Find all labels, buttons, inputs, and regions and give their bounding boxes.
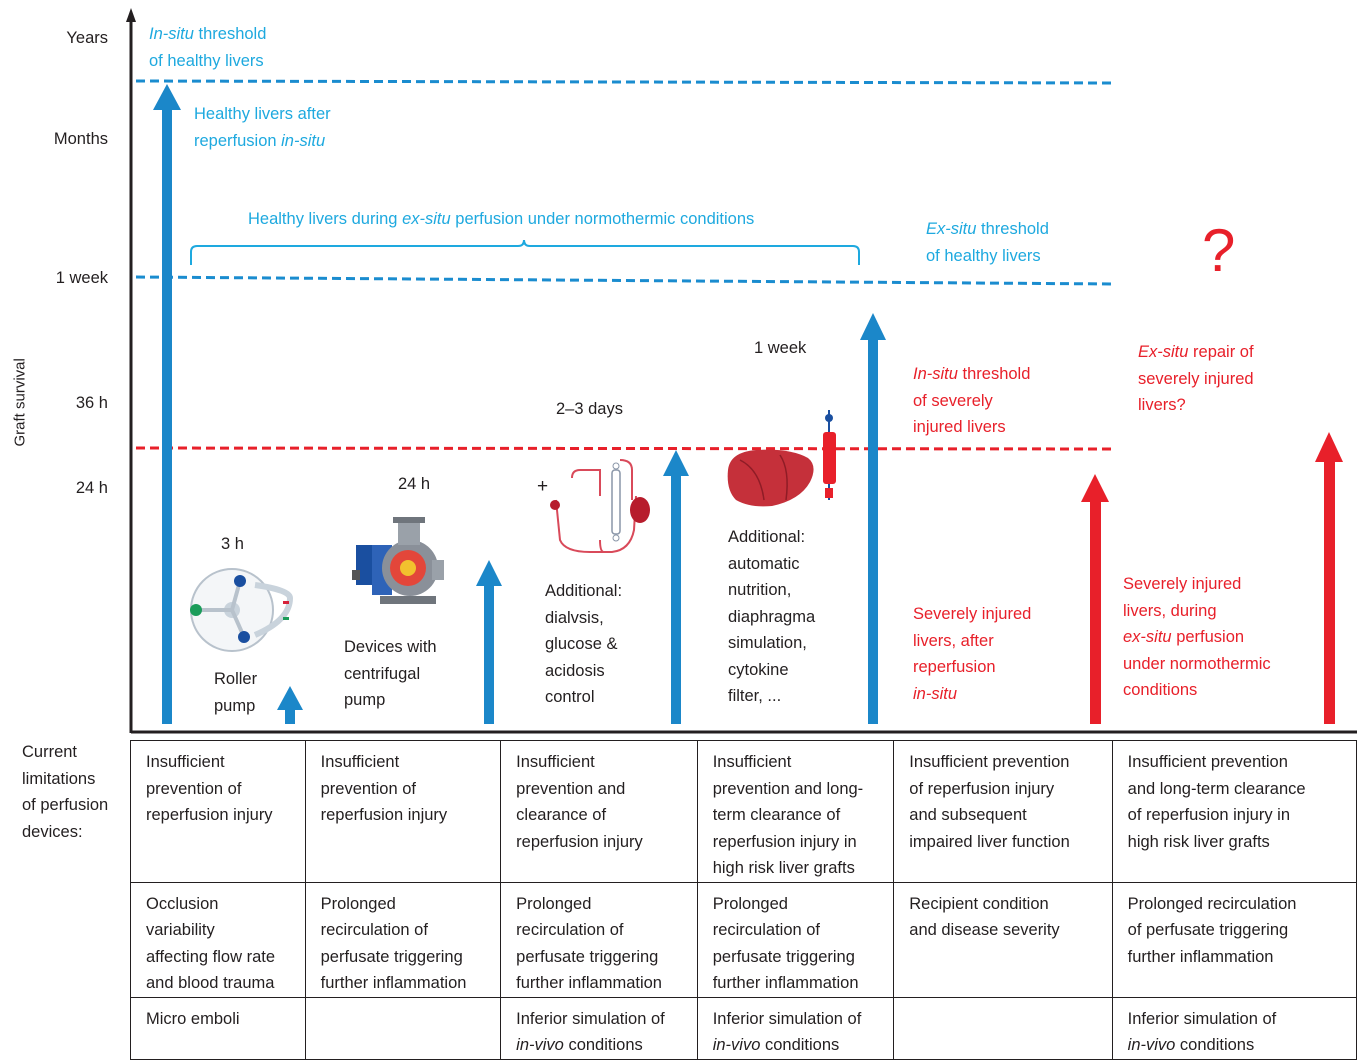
exsitu-repair-label: Ex-situ repair of severely injured liver…	[1138, 343, 1254, 414]
centrifugal-pump-label: Devices with centrifugal pump	[344, 638, 437, 709]
y-axis-title: Graft survival	[11, 358, 29, 447]
arrow-roller-pump	[277, 686, 303, 724]
arrow-dialysis	[663, 450, 689, 724]
y-tick-24h: 24 h	[75, 479, 108, 497]
dialysis-circuit-icon	[550, 459, 650, 553]
y-tick-years: Years	[66, 29, 108, 47]
severe-exsitu-perfusion-label: Severely injured livers, during ex-situ …	[1123, 575, 1271, 699]
question-mark: ?	[1202, 217, 1236, 284]
arrow-healthy-insitu	[153, 84, 181, 724]
y-tick-months: Months	[53, 130, 108, 148]
arrow-severe-insitu	[1081, 474, 1109, 724]
severe-after-reperfusion-label: Severely injured livers, after reperfusi…	[913, 605, 1032, 703]
exsitu-healthy-threshold-label: Ex-situ threshold of healthy livers	[926, 220, 1049, 265]
healthy-after-reperfusion-label: Healthy livers after reperfusion in-situ	[194, 105, 331, 150]
arrow-severe-exsitu	[1315, 432, 1343, 724]
insitu-severe-threshold-line	[135, 446, 1116, 451]
limitation-cell	[304, 996, 502, 1060]
limitations-header: Current limitations of perfusion devices…	[22, 743, 109, 841]
limitation-cell: Micro emboli	[130, 996, 306, 1060]
exsitu-healthy-threshold-line	[135, 275, 1116, 286]
y-tick-1-week: 1 week	[55, 269, 108, 287]
roller-pump-label: Roller pump	[214, 670, 258, 715]
arrow-centrifugal	[476, 560, 502, 724]
y-axis-arrowhead	[126, 8, 136, 22]
dialysis-plus-sign: +	[537, 476, 549, 497]
arrow-advanced	[860, 313, 886, 724]
limitation-cell	[893, 996, 1113, 1060]
insitu-healthy-threshold-line	[135, 79, 1116, 85]
dialysis-duration: 2–3 days	[556, 400, 623, 418]
insitu-healthy-threshold-label: In-situ threshold of healthy livers	[149, 25, 267, 70]
healthy-exsitu-perfusion-label: Healthy livers during ex-situ perfusion …	[248, 210, 755, 228]
centrifugal-pump-duration: 24 h	[398, 475, 431, 493]
dialysis-label: Additional: dialvsis, glucose & acidosis…	[545, 582, 623, 706]
advanced-device-duration: 1 week	[754, 339, 807, 357]
insitu-severe-threshold-label: In-situ threshold of severely injured li…	[913, 365, 1031, 436]
healthy-exsitu-brace	[190, 239, 860, 265]
roller-pump-duration: 3 h	[221, 535, 244, 553]
cytokine-filter-icon	[823, 410, 836, 500]
roller-pump-icon	[190, 568, 294, 652]
centrifugal-pump-icon	[352, 517, 444, 604]
advanced-device-label: Additional: automatic nutrition, diaphra…	[728, 528, 816, 705]
liver-icon	[727, 449, 814, 507]
y-tick-36h: 36 h	[75, 394, 108, 412]
